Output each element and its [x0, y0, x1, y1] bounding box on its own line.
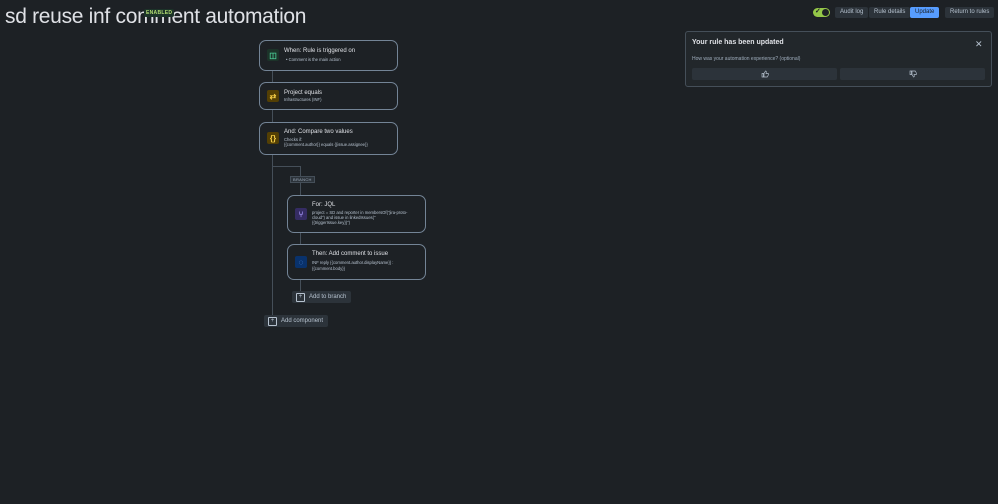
trigger-icon: ◫ [267, 49, 279, 61]
condition-card[interactable]: ⇄ Project equals Infrastructures (INF) [259, 82, 398, 110]
close-icon[interactable]: ✕ [975, 39, 983, 49]
thumbs-up-button[interactable] [692, 68, 837, 80]
branch-jql-line-2: cloud") and issue in linkedIssues(" [312, 215, 376, 220]
compare-title: And: Compare two values [284, 129, 353, 135]
add-component-label: Add component [281, 318, 324, 324]
plus-icon: + [296, 292, 305, 302]
compare-detail-1: Checks if: [284, 137, 303, 142]
condition-title: Project equals [284, 90, 323, 96]
return-to-rules-button[interactable]: Return to rules [945, 7, 995, 18]
branch-jql-title: For: JQL [312, 202, 336, 208]
branch-connector-horizontal [272, 166, 300, 167]
add-to-branch-label: Add to branch [309, 294, 347, 300]
braces-icon: {} [267, 132, 279, 144]
shuffle-icon: ⇄ [267, 90, 279, 102]
branch-jql-line-3: {{triggerIssue.key}}") [312, 220, 351, 225]
compare-detail-2: {{comment.author}} equals {{issue.assign… [284, 142, 368, 147]
thumbs-up-icon [761, 70, 769, 78]
bullet: • [286, 57, 289, 62]
branch-action-title: Then: Add comment to issue [312, 251, 389, 257]
branch-action-line-2: {{comment.body}} [312, 266, 346, 271]
plus-icon: + [268, 316, 277, 326]
trigger-title: When: Rule is triggered on [284, 48, 356, 54]
main-connector-line [272, 70, 273, 323]
feedback-question: How was your automation experience? (opt… [692, 56, 801, 62]
comment-icon: ◌ [295, 256, 307, 268]
trigger-card[interactable]: ◫ When: Rule is triggered on • Comment i… [259, 40, 398, 71]
trigger-detail: Comment is the main action [288, 57, 341, 62]
branch-icon: ⑂ [295, 208, 307, 220]
feedback-title: Your rule has been updated [692, 39, 784, 46]
branch-jql-line-1: project = SD and reporter in membersOf("… [312, 210, 408, 215]
compare-card[interactable]: {} And: Compare two values Checks if: {{… [259, 122, 398, 155]
rule-enabled-toggle[interactable]: ✓ [813, 8, 830, 17]
branch-action-card[interactable]: ◌ Then: Add comment to issue INF reply {… [287, 244, 426, 280]
thumbs-down-icon [909, 70, 917, 78]
branch-tag: BRANCH [290, 176, 315, 183]
branch-action-line-1: INF reply {{comment.author.displayName}}… [312, 260, 394, 265]
toggle-knob [822, 9, 829, 16]
check-icon: ✓ [815, 8, 821, 15]
status-badge: ENABLED [144, 9, 175, 17]
audit-log-button[interactable]: Audit log [835, 7, 869, 18]
condition-detail: Infrastructures (INF) [284, 97, 322, 102]
branch-jql-card[interactable]: ⑂ For: JQL project = SD and reporter in … [287, 195, 426, 233]
trigger-detail-row: • Comment is the main action [286, 57, 341, 62]
add-component-button[interactable]: + Add component [264, 315, 329, 327]
update-button[interactable]: Update [910, 7, 940, 18]
feedback-panel: Your rule has been updated ✕ How was you… [685, 31, 992, 87]
thumbs-down-button[interactable] [840, 68, 985, 80]
add-to-branch-button[interactable]: + Add to branch [292, 291, 352, 303]
rule-details-button[interactable]: Rule details [869, 7, 911, 18]
